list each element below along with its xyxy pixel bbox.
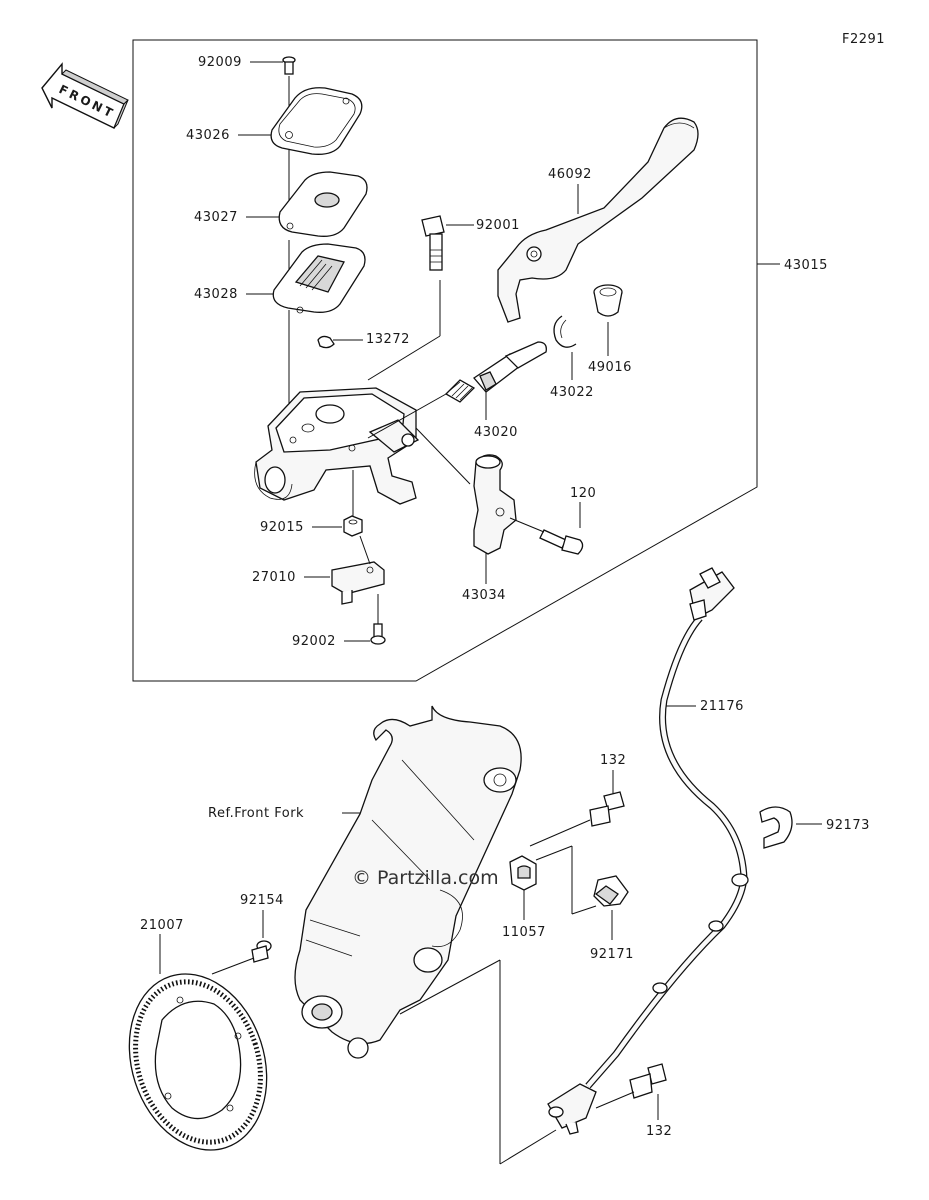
part-label-43022[interactable]: 43022 [550, 385, 594, 400]
part-label-92001[interactable]: 92001 [476, 218, 520, 233]
assembly-frame-43015 [132, 39, 758, 682]
figure-code: F2291 [842, 32, 885, 47]
part-label-43026[interactable]: 43026 [186, 128, 230, 143]
master-cylinder-body [254, 387, 420, 505]
part-label-43020[interactable]: 43020 [474, 425, 518, 440]
piston-kit-43020 [444, 341, 547, 403]
part-label-92015[interactable]: 92015 [260, 520, 304, 535]
part-label-43034[interactable]: 43034 [462, 588, 506, 603]
front-arrow-icon: FRONT [41, 62, 129, 129]
bolt-92001 [421, 215, 445, 271]
part-label-92154[interactable]: 92154 [240, 893, 284, 908]
part-label-132-upper[interactable]: 132 [600, 753, 626, 768]
snap-ring-43022 [553, 315, 577, 348]
part-label-46092[interactable]: 46092 [548, 167, 592, 182]
brake-lever-46092 [497, 117, 699, 323]
part-label-49016[interactable]: 49016 [588, 360, 632, 375]
part-label-21007[interactable]: 21007 [140, 918, 184, 933]
clip-13272 [317, 335, 335, 349]
part-label-43028[interactable]: 43028 [194, 287, 238, 302]
switch-27010 [331, 561, 385, 605]
diaphragm-43028 [272, 243, 366, 314]
screw-92009 [282, 56, 296, 75]
screw-92002 [370, 623, 386, 645]
front-fork-leg [294, 705, 522, 1059]
clamp-11057 [509, 855, 537, 891]
holder-43034 [473, 454, 517, 555]
bushing-49016 [593, 284, 623, 317]
bolt-132-upper [589, 791, 625, 827]
part-label-43015[interactable]: 43015 [784, 258, 828, 273]
part-label-43027[interactable]: 43027 [194, 210, 238, 225]
part-label-92009[interactable]: 92009 [198, 55, 242, 70]
part-label-11057[interactable]: 11057 [502, 925, 546, 940]
bolt-132-lower [629, 1063, 667, 1099]
reference-label-front-fork[interactable]: Ref.Front Fork [208, 806, 304, 821]
plate-43027 [278, 171, 368, 237]
part-label-13272[interactable]: 13272 [366, 332, 410, 347]
sensor-rotor-21007 [128, 973, 268, 1151]
part-label-27010[interactable]: 27010 [252, 570, 296, 585]
clamp-92173 [759, 806, 793, 849]
part-label-120[interactable]: 120 [570, 486, 596, 501]
watermark: © Partzilla.com [352, 867, 499, 889]
part-label-92002[interactable]: 92002 [292, 634, 336, 649]
reservoir-cap-43026 [270, 87, 363, 155]
bolt-92154 [251, 940, 272, 963]
nut-92015 [343, 515, 363, 537]
part-label-92171[interactable]: 92171 [590, 947, 634, 962]
clip-92171 [593, 875, 629, 907]
part-label-92173[interactable]: 92173 [826, 818, 870, 833]
bolt-120 [539, 529, 584, 555]
abs-sensor-cable-21176 [547, 567, 749, 1135]
part-label-132-lower[interactable]: 132 [646, 1124, 672, 1139]
part-label-21176[interactable]: 21176 [700, 699, 744, 714]
